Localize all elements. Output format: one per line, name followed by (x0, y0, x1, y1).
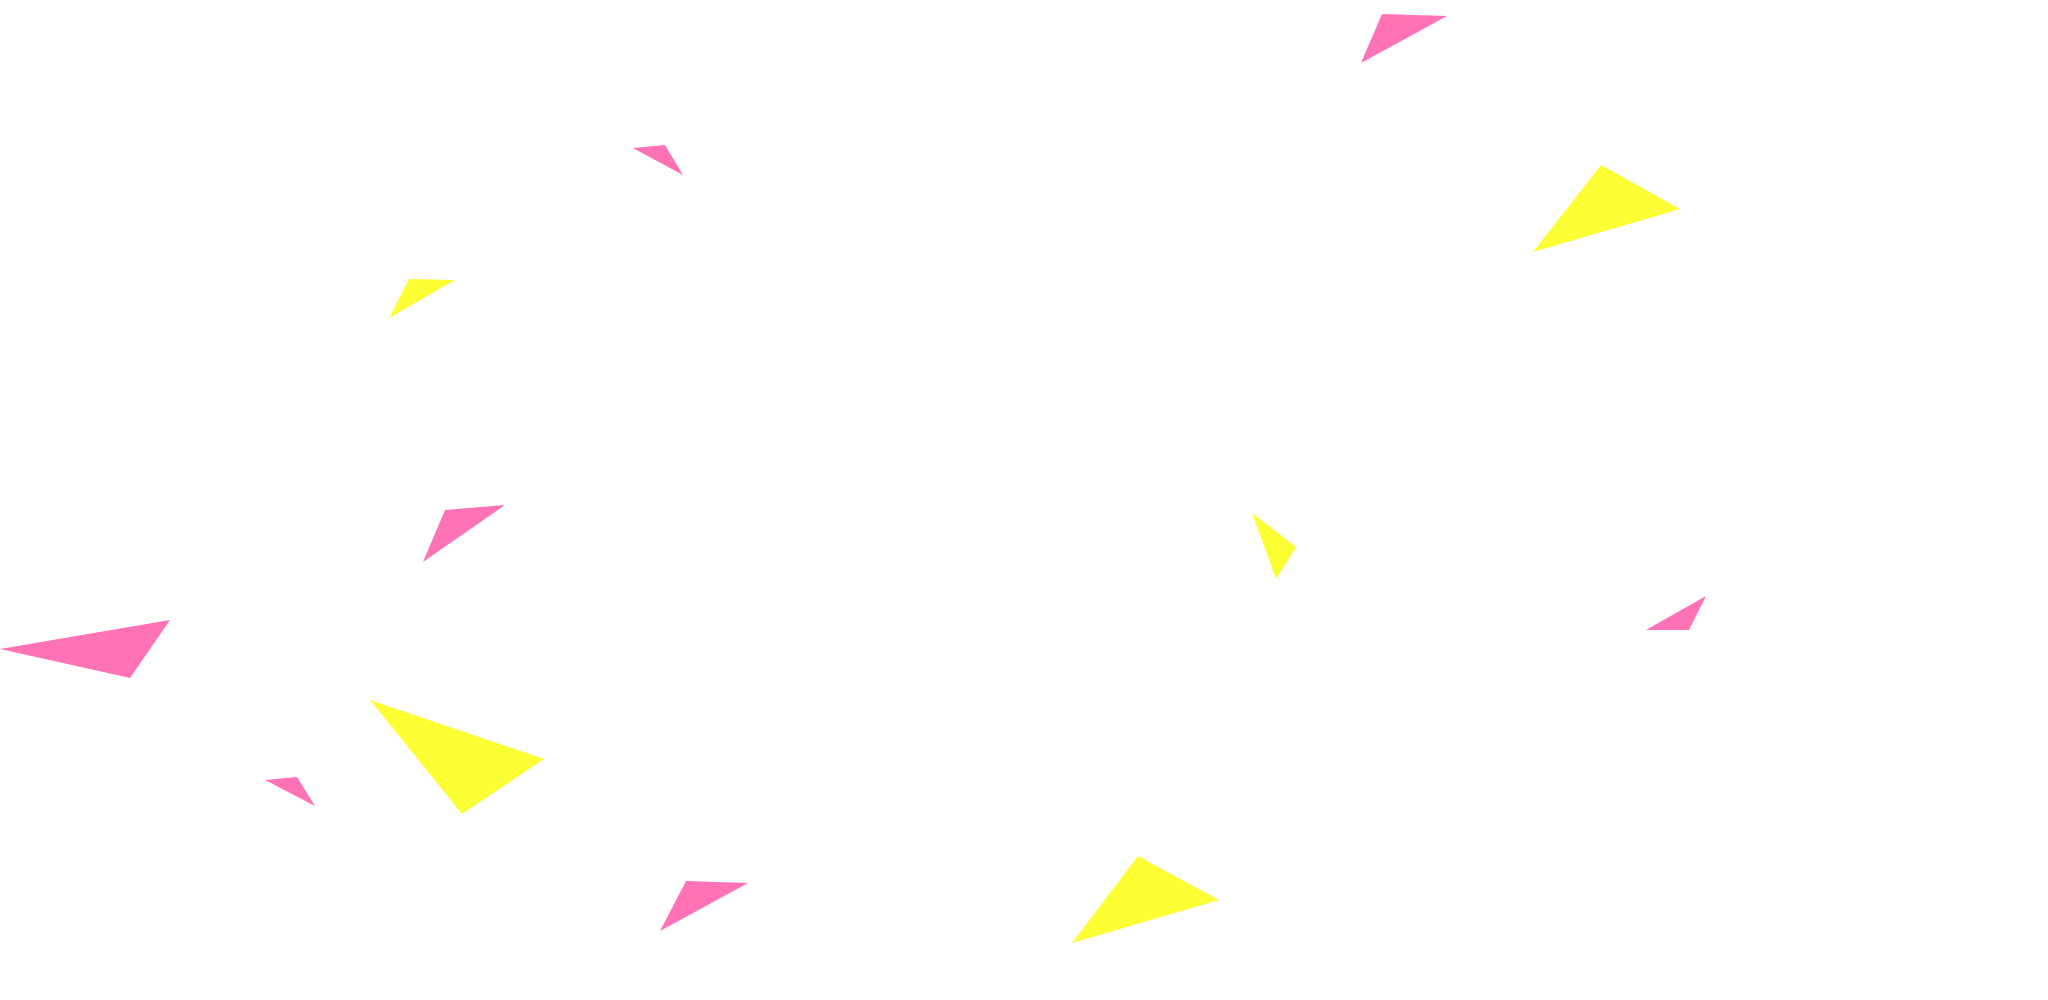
confetti-pink-left-edge (0, 620, 170, 678)
confetti-yellow-lower-left (370, 700, 544, 814)
confetti-yellow-bottom-center (1072, 856, 1219, 943)
confetti-pink-right (1646, 596, 1706, 630)
confetti-pink-lower-left-small (265, 777, 315, 806)
confetti-pink-upper-left (633, 145, 683, 175)
confetti-pink-bottom-left (660, 881, 748, 931)
confetti-pink-top-right (1361, 14, 1447, 63)
confetti-layer (0, 14, 1706, 943)
confetti-yellow-upper-left (389, 279, 455, 318)
confetti-yellow-center (1252, 513, 1296, 579)
confetti-yellow-upper-right (1533, 165, 1680, 252)
confetti-pink-mid-left (423, 505, 505, 562)
